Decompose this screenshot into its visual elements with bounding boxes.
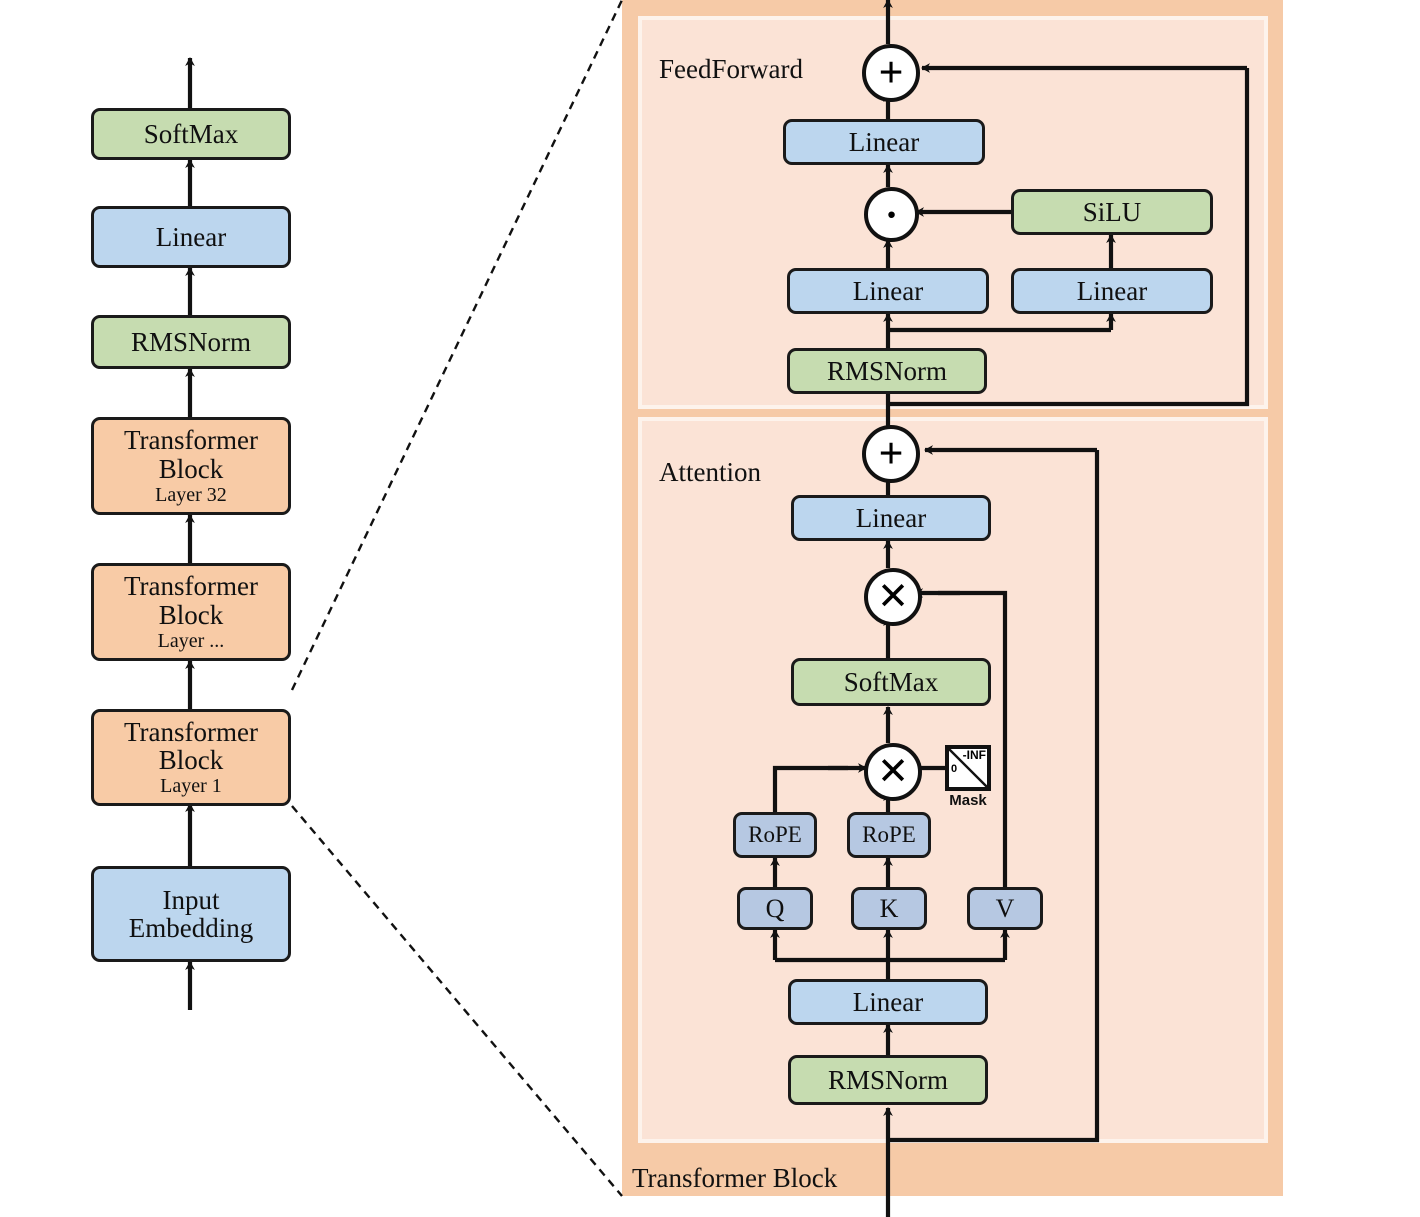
cross-icon: ✕: [877, 575, 909, 618]
node-query[interactable]: Q: [737, 887, 813, 930]
attention-mask: -INF 0 Mask: [945, 745, 991, 809]
multiply-op-feedforward: ·: [864, 187, 919, 242]
node-rope-key[interactable]: RoPE: [847, 812, 931, 858]
node-label: Transformer Block: [124, 571, 258, 630]
node-label: Transformer Block: [124, 425, 258, 484]
plus-icon: +: [878, 47, 904, 97]
add-op-attention: +: [862, 425, 920, 483]
transformer-block-container-label: Transformer Block: [632, 1163, 838, 1193]
node-label: Linear: [155, 221, 227, 252]
add-op-feedforward: +: [862, 44, 920, 102]
node-ff-output-linear[interactable]: Linear: [783, 119, 985, 165]
node-transformer-block-layer-1[interactable]: Transformer Block Layer 1: [91, 709, 291, 806]
node-sublabel: Layer ...: [157, 629, 225, 652]
node-label: SoftMax: [143, 118, 239, 149]
node-label: Q: [765, 893, 785, 923]
node-input-embedding[interactable]: Input Embedding: [91, 866, 291, 962]
node-attn-softmax[interactable]: SoftMax: [791, 658, 991, 706]
plus-icon: +: [878, 428, 904, 478]
matmul-op-attention-value: ✕: [864, 568, 922, 626]
node-transformer-block-layer-32[interactable]: Transformer Block Layer 32: [91, 417, 291, 515]
node-ff-silu[interactable]: SiLU: [1011, 189, 1213, 235]
node-rmsnorm-final[interactable]: RMSNorm: [91, 315, 291, 369]
mask-matrix-icon: -INF 0: [945, 745, 991, 791]
node-label: RMSNorm: [827, 1064, 949, 1095]
node-label: Transformer Block: [124, 716, 258, 775]
node-label: Linear: [852, 986, 924, 1017]
node-value[interactable]: V: [967, 887, 1043, 930]
node-linear-head[interactable]: Linear: [91, 206, 291, 268]
node-qkv-projection-linear[interactable]: Linear: [788, 979, 988, 1025]
cross-icon: ✕: [877, 750, 909, 793]
node-label: RoPE: [748, 821, 802, 847]
node-label: SoftMax: [843, 666, 939, 697]
node-label: SiLU: [1082, 196, 1142, 227]
node-label: V: [995, 893, 1015, 923]
node-sublabel: Layer 32: [155, 483, 227, 506]
mask-label: Mask: [949, 792, 987, 809]
matmul-op-query-key: ✕: [864, 743, 922, 801]
node-ff-up-linear[interactable]: Linear: [787, 268, 989, 314]
node-label: Linear: [1076, 275, 1148, 306]
node-ff-gate-linear[interactable]: Linear: [1011, 268, 1213, 314]
node-ff-rmsnorm[interactable]: RMSNorm: [787, 348, 987, 394]
node-attn-rmsnorm[interactable]: RMSNorm: [788, 1055, 988, 1105]
node-transformer-block-layer-mid[interactable]: Transformer Block Layer ...: [91, 563, 291, 661]
node-sublabel: Layer 1: [160, 775, 222, 798]
node-softmax-head[interactable]: SoftMax: [91, 108, 291, 160]
mask-upper-value: -INF: [962, 748, 986, 762]
node-label: RMSNorm: [826, 355, 948, 386]
node-label: Linear: [855, 502, 927, 533]
node-rope-query[interactable]: RoPE: [733, 812, 817, 858]
feedforward-section-label: FeedForward: [659, 54, 803, 84]
node-label: Linear: [848, 126, 920, 157]
node-label: K: [879, 893, 899, 923]
attention-section-label: Attention: [659, 457, 761, 487]
node-key[interactable]: K: [851, 887, 927, 930]
node-label: Linear: [852, 275, 924, 306]
node-label: Input Embedding: [128, 884, 254, 943]
node-label: RoPE: [862, 821, 916, 847]
dot-icon: ·: [884, 191, 899, 237]
mask-diagonal-icon: [949, 749, 987, 787]
node-label: RMSNorm: [130, 326, 252, 357]
mask-lower-value: 0: [951, 763, 958, 775]
node-attn-output-linear[interactable]: Linear: [791, 495, 991, 541]
